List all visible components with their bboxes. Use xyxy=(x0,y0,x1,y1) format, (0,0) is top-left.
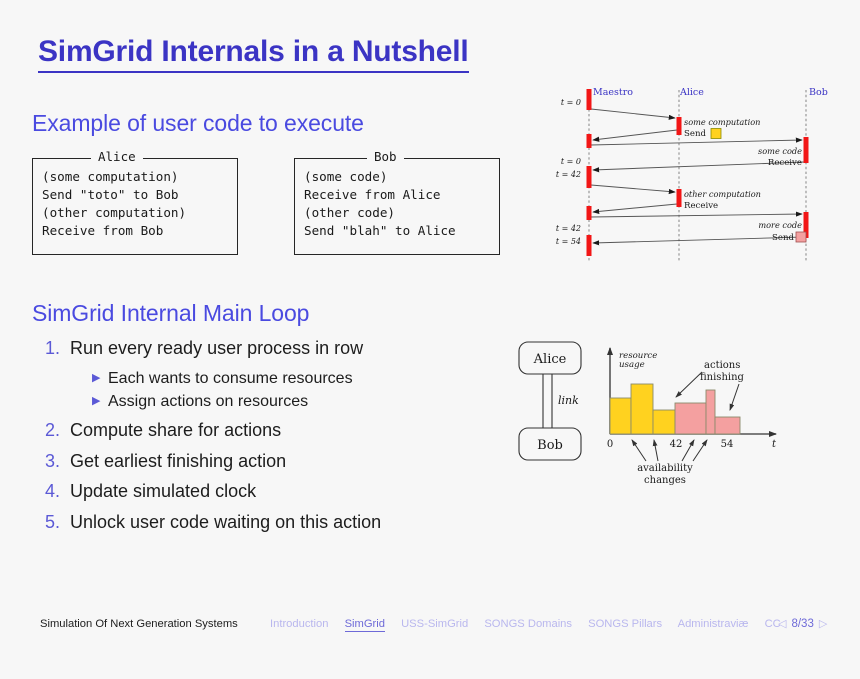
x-tick-42: 42 xyxy=(670,439,683,450)
x-tick-54: 54 xyxy=(721,439,734,450)
bar xyxy=(609,397,632,435)
svg-text:t = 0: t = 0 xyxy=(561,157,581,166)
annotation-actions-finishing-line2: finishing xyxy=(700,372,745,383)
footer-deck-title: Simulation Of Next Generation Systems xyxy=(40,618,238,630)
list-item-number: 5. xyxy=(44,511,60,532)
svg-text:t = 54: t = 54 xyxy=(556,237,581,246)
annotation-leader-right xyxy=(729,383,740,411)
code-box-alice: Alice (some computation) Send "toto" to … xyxy=(32,149,238,255)
y-axis-label-line2: usage xyxy=(619,360,645,370)
lane-label-maestro: Maestro xyxy=(593,87,633,98)
triangle-bullet-icon: ▶ xyxy=(92,371,101,384)
svg-text:t = 42: t = 42 xyxy=(556,224,581,233)
message-box-yellow xyxy=(710,128,722,139)
activation-bars xyxy=(586,89,809,256)
svg-text:Send: Send xyxy=(684,129,707,139)
bar xyxy=(674,402,707,435)
footer-nav-songs-domains[interactable]: SONGS Domains xyxy=(484,618,573,630)
annotation-availability-line1: availability xyxy=(637,463,693,474)
triangle-bullet-icon: ▶ xyxy=(92,394,101,407)
svg-text:t = 42: t = 42 xyxy=(556,170,581,179)
footer-nav-uss-simgrid[interactable]: USS-SimGrid xyxy=(401,618,469,630)
list-item: 3. Get earliest finishing action xyxy=(40,451,500,473)
sub-list-item-text: Assign actions on resources xyxy=(108,392,309,410)
svg-text:Receive: Receive xyxy=(768,158,802,168)
bar xyxy=(630,383,654,435)
bar xyxy=(705,389,716,435)
list-item: 4. Update simulated clock xyxy=(40,481,500,503)
sub-list-item-text: Each wants to consume resources xyxy=(108,369,353,387)
lane-label-bob: Bob xyxy=(809,87,828,98)
annotation-actions-finishing-line1: actions xyxy=(704,360,740,371)
svg-text:other computation: other computation xyxy=(684,189,761,199)
chart-bars xyxy=(609,383,741,435)
code-box-bob: Bob (some code) Receive from Alice (othe… xyxy=(294,149,500,255)
next-page-arrow-icon[interactable]: ▷ xyxy=(818,618,828,630)
page-title: SimGrid Internals in a Nutshell xyxy=(38,36,469,73)
footer-nav-simgrid[interactable]: SimGrid xyxy=(344,618,385,632)
list-item-text: Compute share for actions xyxy=(70,419,282,440)
code-box-bob-body: (some code) Receive from Alice (other co… xyxy=(304,169,456,238)
page-number: 8/33 xyxy=(791,617,814,630)
x-tick-labels: 0 42 54 xyxy=(607,439,734,450)
list-item-text: Get earliest finishing action xyxy=(70,450,287,471)
list-item-text: Unlock user code waiting on this action xyxy=(70,511,382,532)
list-item-number: 3. xyxy=(44,450,60,471)
svg-text:Receive: Receive xyxy=(684,201,718,211)
y-axis-label-line1: resource xyxy=(619,351,657,361)
messages xyxy=(590,108,805,246)
annotations: some computation Send some code Receive … xyxy=(684,117,802,243)
main-loop-list: 1. Run every ready user process in row ▶… xyxy=(40,338,500,542)
bar xyxy=(652,409,676,435)
list-item: 2. Compute share for actions xyxy=(40,420,500,442)
annotation-leader-left xyxy=(675,371,703,398)
list-item: 1. Run every ready user process in row xyxy=(40,338,500,360)
section-heading-mainloop: SimGrid Internal Main Loop xyxy=(32,300,310,326)
code-box-alice-title: Alice xyxy=(91,149,143,164)
link-diagram-figure: Alice link Bob xyxy=(505,336,595,466)
svg-text:some computation: some computation xyxy=(684,117,760,127)
list-item-text: Run every ready user process in row xyxy=(70,338,364,358)
list-item-number: 4. xyxy=(44,481,60,502)
time-labels: t = 0 t = 0 t = 42 t = 42 t = 54 xyxy=(556,98,581,246)
svg-text:Send: Send xyxy=(772,233,795,243)
list-item-number: 1. xyxy=(44,338,60,358)
resource-usage-chart-figure: resource usage 0 42 54 t actions finishi… xyxy=(594,336,799,488)
footer-pager: ◁ 8/33 ▷ xyxy=(778,617,828,631)
code-box-alice-body: (some computation) Send "toto" to Bob (o… xyxy=(42,169,187,238)
footer-nav-administraviae[interactable]: Administraviæ xyxy=(677,618,749,630)
bar xyxy=(714,416,741,435)
svg-text:t = 0: t = 0 xyxy=(561,98,581,107)
footer-nav-cc[interactable]: CC xyxy=(764,618,781,630)
node-bob-label: Bob xyxy=(537,438,563,453)
x-tick-0: 0 xyxy=(607,439,613,450)
svg-text:more code: more code xyxy=(758,220,802,230)
lane-label-alice: Alice xyxy=(679,87,704,98)
availability-leaders xyxy=(631,439,708,462)
footer: Simulation Of Next Generation Systems In… xyxy=(0,616,860,642)
annotation-availability-line2: changes xyxy=(644,475,686,486)
node-alice-box xyxy=(518,341,582,375)
sequence-diagram-figure: Maestro Alice Bob xyxy=(548,84,848,266)
link-edge-label: link xyxy=(558,394,579,407)
node-alice-label: Alice xyxy=(533,352,567,367)
footer-nav-songs-pillars[interactable]: SONGS Pillars xyxy=(588,618,663,630)
section-heading-example: Example of user code to execute xyxy=(32,110,364,136)
code-box-bob-title: Bob xyxy=(367,149,404,164)
prev-page-arrow-icon[interactable]: ◁ xyxy=(778,618,787,630)
sub-list-item: ▶ Each wants to consume resources xyxy=(40,369,500,388)
node-bob-box xyxy=(518,427,582,461)
sub-list-item: ▶ Assign actions on resources xyxy=(40,392,500,411)
list-item: 5. Unlock user code waiting on this acti… xyxy=(40,512,500,534)
list-item-text: Update simulated clock xyxy=(70,481,257,502)
message-box-pink xyxy=(795,231,807,243)
svg-text:some code: some code xyxy=(758,146,802,156)
list-item-number: 2. xyxy=(44,419,60,440)
footer-nav: Introduction SimGrid USS-SimGrid SONGS D… xyxy=(270,618,794,632)
footer-nav-introduction[interactable]: Introduction xyxy=(270,618,329,630)
sub-list: ▶ Each wants to consume resources ▶ Assi… xyxy=(40,369,500,411)
x-axis-label: t xyxy=(772,439,777,450)
